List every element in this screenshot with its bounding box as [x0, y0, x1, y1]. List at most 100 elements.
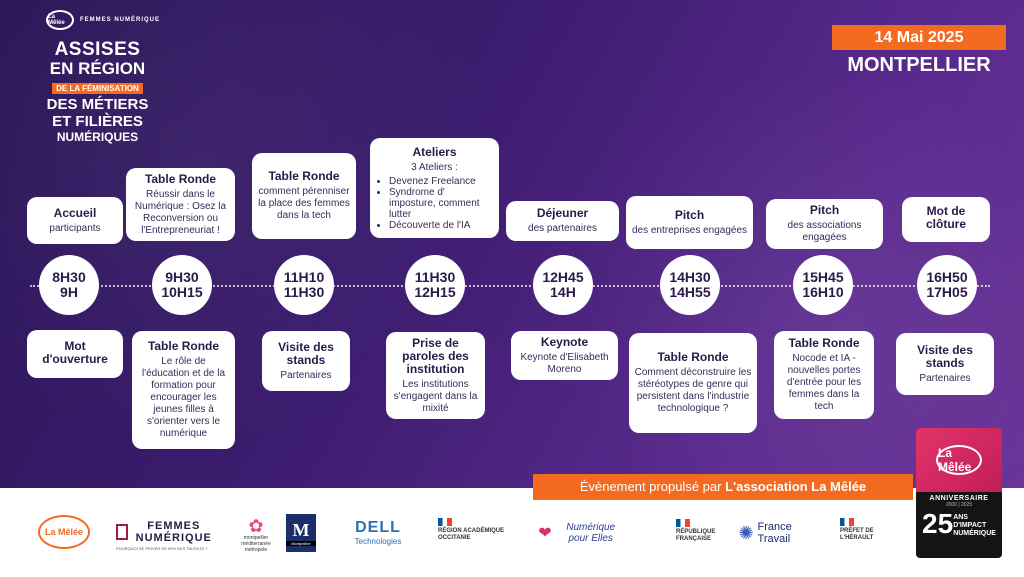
anniversary-top: La Mêlée	[916, 428, 1002, 492]
card-desc: Partenaires	[280, 369, 332, 381]
femmes-numerique-partner-logo: FEMMES NUMÉRIQUE POURQUOI SE PRIVER DE 5…	[116, 519, 212, 551]
agenda-card-top: Table Ronde comment pérenniser la place …	[252, 153, 356, 239]
header-logos: La Mêlée FEMMES NUMÉRIQUE	[46, 10, 160, 30]
card-title: Keynote	[540, 334, 589, 349]
agenda-card-bottom: Visite des stands Partenaires	[896, 333, 994, 395]
agenda-card-top: Accueil participants	[27, 197, 123, 244]
agenda-card-bottom: Keynote Keynote d'Elisabeth Moreno	[511, 331, 618, 380]
hearts-icon: ❤	[538, 525, 552, 542]
anniversary-label: ANNIVERSAIRE	[929, 495, 989, 502]
dots-cluster-icon: ✺	[738, 522, 754, 543]
event-title: ASSISES EN RÉGION DE LA FÉMINISATION DES…	[30, 40, 165, 145]
agenda-card-bottom: Prise de paroles des institution Les ins…	[386, 332, 485, 419]
republique-francaise-logo: RÉPUBLIQUE FRANÇAISE	[676, 512, 726, 550]
workshop-list: Devenez Freelance Syndrome d' imposture,…	[375, 176, 494, 231]
france-travail-logo: ✺ France Travail	[738, 521, 792, 545]
card-title: Mot de clôture	[925, 204, 966, 231]
title-line-1: ASSISES	[54, 39, 141, 60]
agenda-card-top: Mot de clôture	[902, 197, 990, 242]
card-title: Ateliers	[412, 144, 457, 159]
dell-logo: DELL Technologies	[354, 518, 402, 546]
m-letter-icon: M	[292, 520, 310, 540]
montpellier-logo: M Montpellier	[286, 514, 316, 552]
card-desc: Le rôle de l'éducation et de la formatio…	[141, 356, 226, 439]
title-tag: DE LA FÉMINISATION	[52, 83, 143, 94]
card-title: Table Ronde	[144, 171, 217, 186]
event-city: MONTPELLIER	[847, 54, 991, 76]
la-melee-logo: La Mêlée	[46, 10, 74, 30]
hero-background: La Mêlée FEMMES NUMÉRIQUE ASSISES EN RÉG…	[0, 0, 1024, 488]
workshop-item: Syndrome d' imposture, comment lutter	[389, 187, 494, 220]
agenda-card-top: Ateliers 3 Ateliers : Devenez Freelance …	[370, 138, 499, 238]
femmes-numerique-logo: FEMMES NUMÉRIQUE	[80, 16, 161, 23]
agenda-card-top: Déjeuner des partenaires	[506, 201, 619, 241]
card-desc: 3 Ateliers :	[411, 161, 458, 173]
region-academique-logo: RÉGION ACADÉMIQUE OCCITANIE	[438, 510, 514, 550]
card-title: Déjeuner	[536, 206, 589, 220]
title-line-3a: DES MÉTIERS	[46, 96, 149, 113]
card-title: Prise de paroles des institution	[402, 335, 469, 376]
card-desc: Keynote d'Elisabeth Moreno	[520, 351, 609, 375]
agenda-card-bottom: Table Ronde Le rôle de l'éducation et de…	[132, 331, 235, 449]
flower-icon: ✿	[248, 516, 264, 536]
card-title: Table Ronde	[147, 339, 220, 353]
agenda-card-bottom: Mot d'ouverture	[27, 330, 123, 378]
agenda-card-top: Pitch des entreprises engagées	[626, 196, 753, 249]
card-title: Pitch	[674, 207, 705, 222]
card-desc: Partenaires	[919, 372, 971, 384]
partner-logos: La Mêlée FEMMES NUMÉRIQUE POURQUOI SE PR…	[0, 488, 1024, 577]
card-desc: participants	[49, 222, 101, 234]
card-title: Table Ronde	[268, 169, 340, 183]
card-desc: Comment déconstruire les stéréotypes de …	[634, 367, 752, 414]
event-date: 14 Mai 2025	[832, 25, 1006, 50]
card-desc: Les institutions s'engagent dans la mixi…	[393, 378, 478, 414]
melee-ring-logo: La Mêlée	[936, 445, 982, 475]
agenda-card-top: Table Ronde Réussir dans le Numérique : …	[126, 168, 235, 241]
french-flag-icon	[438, 518, 452, 526]
french-flag-icon	[676, 519, 690, 527]
card-desc: Réussir dans le Numérique : Osez la Reco…	[134, 188, 227, 236]
card-title: Accueil	[53, 205, 97, 220]
numerique-pour-elles-logo: ❤ Numérique pour Elles	[538, 522, 616, 544]
card-desc: des entreprises engagées	[631, 224, 748, 236]
card-title: Table Ronde	[788, 336, 860, 350]
title-line-2: EN RÉGION	[49, 59, 146, 78]
card-title: Pitch	[809, 203, 840, 217]
card-desc: comment pérenniser la place des femmes d…	[258, 186, 350, 221]
agenda-card-bottom: Visite des stands Partenaires	[262, 331, 350, 391]
prefet-herault-logo: PRÉFET DE L'HÉRAULT	[840, 510, 906, 550]
title-line-3b: ET FILIÈRES	[52, 113, 143, 130]
workshop-item: Découverte de l'IA	[389, 220, 494, 231]
femmes-square-icon	[116, 523, 128, 540]
banner-prefix: Évènement propulsé par	[579, 479, 726, 494]
card-title: Table Ronde	[657, 350, 729, 364]
montpellier-metropole-logo: ✿ montpellier méditerranée métropole	[241, 516, 271, 553]
banner-association: L'association La Mêlée	[725, 479, 867, 494]
card-desc: Nocode et IA - nouvelles portes d'entrée…	[786, 353, 862, 412]
sponsor-banner: Évènement propulsé par L'association La …	[533, 474, 913, 500]
card-title: Visite des stands	[917, 342, 973, 370]
title-line-4: NUMÉRIQUES	[56, 130, 139, 144]
anniversary-years: 2000 | 2025	[945, 502, 973, 508]
agenda-card-top: Pitch des associations engagées	[766, 199, 883, 249]
agenda-card-bottom: Table Ronde Nocode et IA - nouvelles por…	[774, 331, 874, 419]
french-flag-icon	[840, 518, 854, 526]
card-title: Visite des stands	[278, 339, 334, 367]
card-desc: des associations engagées	[787, 220, 862, 243]
agenda-card-bottom: Table Ronde Comment déconstruire les sté…	[629, 333, 757, 433]
card-title: Mot d'ouverture	[42, 338, 108, 366]
workshop-item: Devenez Freelance	[389, 176, 494, 187]
la-melee-partner-logo: La Mêlée	[28, 510, 100, 554]
timeline-line	[30, 285, 990, 287]
card-desc: des partenaires	[528, 223, 597, 234]
